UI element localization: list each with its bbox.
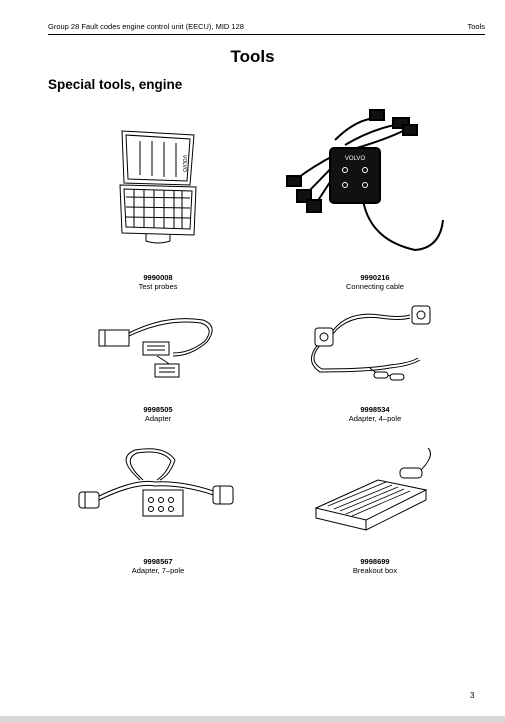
- tool-caption-connecting-cable: 9990216 Connecting cable: [285, 273, 465, 291]
- adapter-4-pole-icon: [300, 300, 440, 395]
- tool-caption-adapter-7-pole: 9998567 Adapter, 7–pole: [68, 557, 248, 575]
- tool-figure-adapter: [95, 312, 220, 387]
- tool-figure-connecting-cable: VOLVO: [275, 100, 450, 260]
- tool-name: Adapter: [144, 414, 172, 423]
- tool-caption-test-probes: 9990008 Test probes: [68, 273, 248, 291]
- adapter-icon: [95, 312, 220, 387]
- tool-caption-adapter: 9998505 Adapter: [68, 405, 248, 423]
- tool-number: 9990008: [143, 273, 173, 282]
- case-brand-text: VOLVO: [181, 155, 187, 172]
- tool-number: 9998505: [143, 405, 173, 414]
- test-probes-case-icon: VOLVO: [110, 125, 210, 245]
- header-section-title: Group 28 Fault codes engine control unit…: [48, 22, 244, 31]
- tool-figure-adapter-7-pole: [75, 440, 240, 535]
- tool-number: 9998699: [360, 557, 390, 566]
- tool-caption-breakout-box: 9998699 Breakout box: [285, 557, 465, 575]
- tool-name: Connecting cable: [346, 282, 404, 291]
- breakout-box-icon: [308, 448, 443, 538]
- header-chapter-title: Tools: [467, 22, 485, 31]
- tool-figure-breakout-box: [308, 448, 443, 538]
- tool-number: 9998534: [360, 405, 390, 414]
- tool-figure-test-probes: VOLVO: [110, 125, 210, 245]
- tool-caption-adapter-4-pole: 9998534 Adapter, 4–pole: [285, 405, 465, 423]
- tool-name: Breakout box: [352, 566, 398, 575]
- tool-number: 9990216: [360, 273, 390, 282]
- tool-name: Adapter, 4–pole: [348, 414, 402, 423]
- tool-name: Adapter, 7–pole: [131, 566, 185, 575]
- adapter-7-pole-icon: [75, 440, 240, 535]
- page-header: Group 28 Fault codes engine control unit…: [48, 22, 485, 31]
- tool-figure-adapter-4-pole: [300, 300, 440, 395]
- tool-number: 9998567: [143, 557, 173, 566]
- header-rule: [48, 34, 485, 35]
- page-number: 3: [470, 691, 475, 700]
- viewer-bottom-edge: [0, 716, 505, 722]
- page-title: Tools: [230, 47, 275, 66]
- section-heading: Special tools, engine: [48, 77, 183, 92]
- cable-box-brand-text: VOLVO: [345, 156, 366, 162]
- tool-name: Test probes: [138, 282, 178, 291]
- connecting-cable-icon: VOLVO: [275, 100, 450, 260]
